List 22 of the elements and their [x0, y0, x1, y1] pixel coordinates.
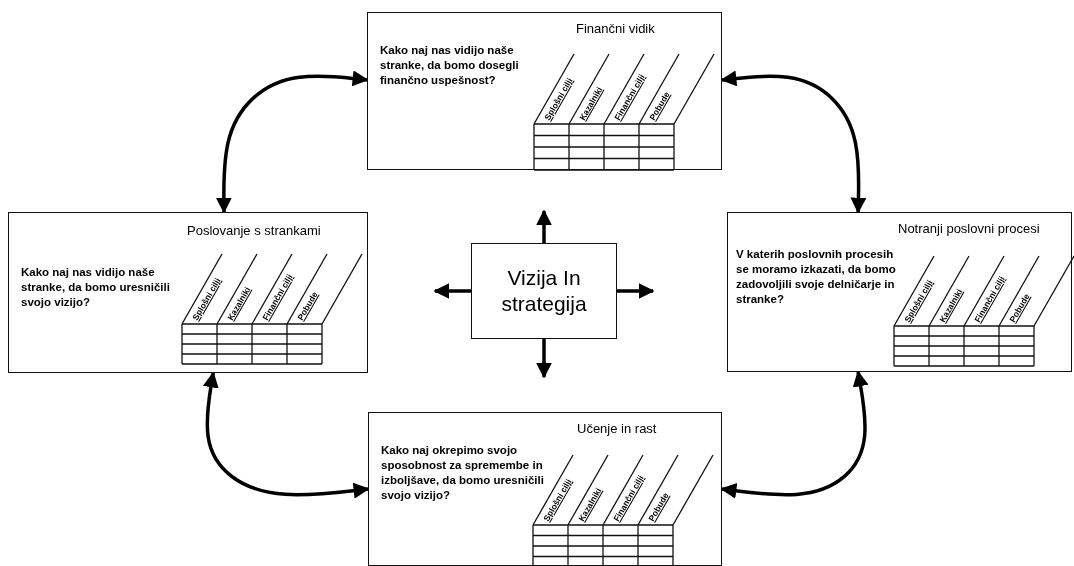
- question-text: Kako naj nas vidijo naše stranke, da bomo dosegli finančno uspešnost?: [380, 43, 520, 88]
- perspective-title: Poslovanje s strankami: [187, 223, 321, 238]
- arrow: [536, 339, 552, 379]
- perspective-box: [368, 412, 722, 566]
- arrow: [617, 283, 655, 299]
- arrow: [720, 70, 867, 214]
- perspective-box: [727, 212, 1072, 372]
- question-text: V katerih poslovnih procesih se moramo izkazati, da bomo zadovoljili svoje delničarje in stranke?: [736, 247, 896, 307]
- center-box: [471, 243, 617, 339]
- arrow: [720, 370, 869, 499]
- arrow: [433, 283, 471, 299]
- question-text: Kako naj okrepimo svojo sposobnost za spremembe in izboljšave, da bomo uresničili svojo vizijo?: [381, 443, 544, 503]
- perspective-title: Notranji poslovni procesi: [898, 221, 1040, 236]
- arrow: [215, 70, 369, 214]
- perspective-box: [8, 212, 368, 373]
- perspective-title: Finančni vidik: [576, 21, 655, 36]
- center-title: Vizija In strategija: [500, 264, 588, 317]
- perspective-title: Učenje in rast: [577, 421, 657, 436]
- perspective-box: [367, 12, 722, 170]
- question-text: Kako naj nas vidijo naše stranke, da bomo uresničili svojo vizijo?: [21, 265, 171, 310]
- arrow: [202, 371, 370, 499]
- arrow: [536, 209, 552, 243]
